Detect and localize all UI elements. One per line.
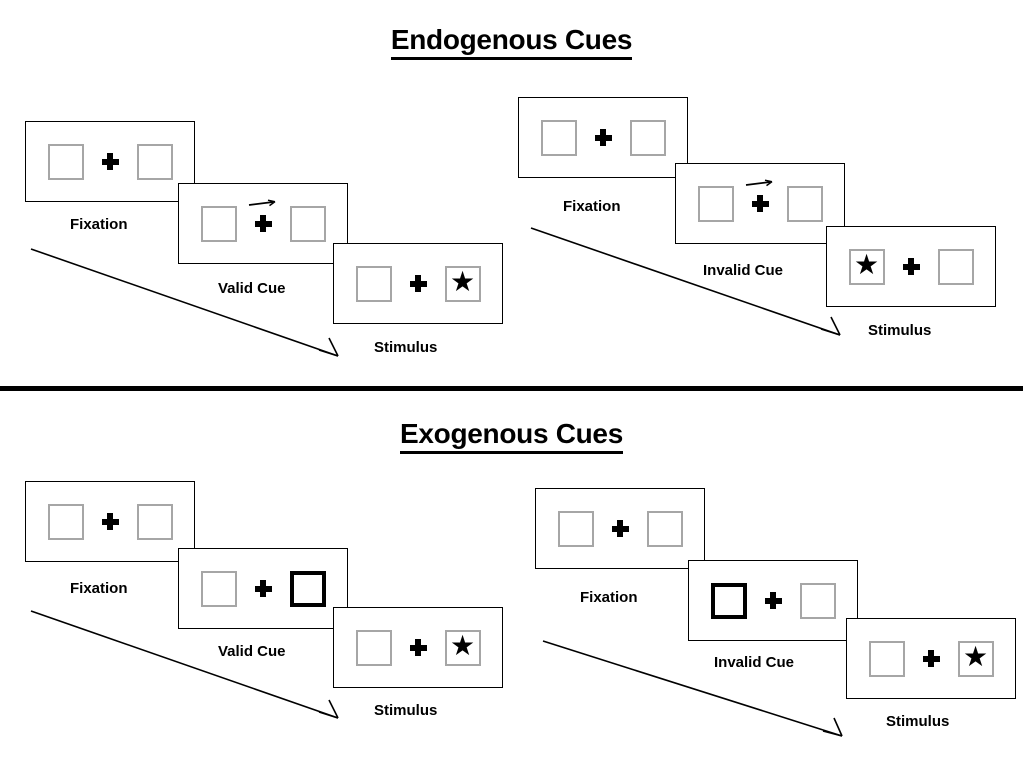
- star-target-icon: ★: [853, 249, 880, 280]
- caption-exo-invalid-stimulus: Stimulus: [886, 713, 950, 730]
- stimulus-box-right: [136, 503, 173, 540]
- fixation-cross-icon: [101, 513, 119, 530]
- stimulus-box-left: [47, 503, 84, 540]
- fixation-cross-icon: [745, 179, 773, 212]
- arrow-right-cue-icon: [248, 199, 276, 207]
- stimulus-box-left: [355, 629, 392, 666]
- fixation-cross-icon: [594, 129, 612, 146]
- star-target-icon: ★: [449, 630, 476, 661]
- star-target-icon: ★: [962, 641, 989, 672]
- panel-inner: ★: [355, 265, 481, 302]
- stimulus-box-left: [47, 143, 84, 180]
- caption-exo-valid-fixation: Fixation: [70, 580, 128, 597]
- panel-exo-invalid-fixation: [535, 488, 705, 569]
- panel-endo-valid-stimulus: ★: [333, 243, 503, 324]
- panel-endo-invalid-fixation: [518, 97, 688, 178]
- stimulus-box-left-cued: [710, 582, 747, 619]
- stimulus-box-right: ★: [957, 640, 994, 677]
- fixation-cross-icon: [409, 639, 427, 656]
- exogenous-section-title: Exogenous Cues: [0, 418, 1023, 454]
- stimulus-box-right: [629, 119, 666, 156]
- panel-endo-valid-cue: [178, 183, 348, 264]
- caption-endo-valid-cue: Valid Cue: [218, 280, 286, 297]
- fixation-cross-icon: [248, 199, 276, 232]
- panel-inner: [47, 503, 173, 540]
- exogenous-valid-flow-arrow: [30, 610, 339, 719]
- caption-endo-invalid-fixation: Fixation: [563, 198, 621, 215]
- star-target-icon: ★: [449, 266, 476, 297]
- panel-exo-invalid-stimulus: ★: [846, 618, 1016, 699]
- stimulus-box-right: [646, 510, 683, 547]
- endogenous-section-title-text: Endogenous Cues: [390, 24, 632, 60]
- fixation-cross-icon: [254, 580, 272, 597]
- panel-endo-valid-fixation: [25, 121, 195, 202]
- stimulus-box-right-cued: [289, 570, 326, 607]
- stimulus-box-left: [540, 119, 577, 156]
- panel-inner: ★: [868, 640, 994, 677]
- exogenous-invalid-flow-arrow: [542, 640, 843, 737]
- panel-endo-invalid-cue: [675, 163, 845, 244]
- panel-inner: [200, 570, 326, 607]
- exogenous-section-title-text: Exogenous Cues: [400, 418, 623, 454]
- endogenous-valid-flow-arrow: [30, 248, 339, 357]
- panel-exo-valid-cue: [178, 548, 348, 629]
- stimulus-box-right: [786, 185, 823, 222]
- caption-endo-invalid-stimulus: Stimulus: [868, 322, 932, 339]
- stimulus-box-right: [937, 248, 974, 285]
- stimulus-box-right: [136, 143, 173, 180]
- panel-inner: ★: [848, 248, 974, 285]
- fixation-cross-icon: [902, 258, 920, 275]
- arrow-right-cue-icon: [745, 179, 773, 187]
- section-divider: [0, 386, 1023, 391]
- stimulus-box-left: [355, 265, 392, 302]
- panel-inner: [200, 199, 326, 242]
- caption-endo-invalid-cue: Invalid Cue: [703, 262, 784, 279]
- panel-exo-valid-stimulus: ★: [333, 607, 503, 688]
- stimulus-box-left: [557, 510, 594, 547]
- caption-endo-valid-stimulus: Stimulus: [374, 339, 438, 356]
- caption-exo-invalid-fixation: Fixation: [580, 589, 638, 606]
- fixation-cross-icon: [611, 520, 629, 537]
- stimulus-box-right: [799, 582, 836, 619]
- panel-inner: [557, 510, 683, 547]
- stimulus-box-left: [697, 185, 734, 222]
- stimulus-box-right: ★: [444, 629, 481, 666]
- endogenous-section-title: Endogenous Cues: [0, 24, 1023, 60]
- caption-exo-invalid-cue: Invalid Cue: [714, 654, 795, 671]
- stimulus-box-left: [868, 640, 905, 677]
- caption-exo-valid-cue: Valid Cue: [218, 643, 286, 660]
- panel-endo-invalid-stimulus: ★: [826, 226, 996, 307]
- stimulus-box-left: [200, 570, 237, 607]
- fixation-cross-icon: [101, 153, 119, 170]
- caption-exo-valid-stimulus: Stimulus: [374, 702, 438, 719]
- fixation-cross-icon: [409, 275, 427, 292]
- panel-inner: ★: [355, 629, 481, 666]
- panel-inner: [47, 143, 173, 180]
- stimulus-box-right: [289, 205, 326, 242]
- fixation-cross-icon: [922, 650, 940, 667]
- stimulus-box-left: ★: [848, 248, 885, 285]
- caption-endo-valid-fixation: Fixation: [70, 216, 128, 233]
- endogenous-invalid-flow-arrow: [530, 227, 841, 336]
- panel-inner: [697, 179, 823, 222]
- fixation-cross-icon: [764, 592, 782, 609]
- panel-inner: [540, 119, 666, 156]
- stimulus-box-left: [200, 205, 237, 242]
- panel-exo-invalid-cue: [688, 560, 858, 641]
- panel-exo-valid-fixation: [25, 481, 195, 562]
- stimulus-box-right: ★: [444, 265, 481, 302]
- panel-inner: [710, 582, 836, 619]
